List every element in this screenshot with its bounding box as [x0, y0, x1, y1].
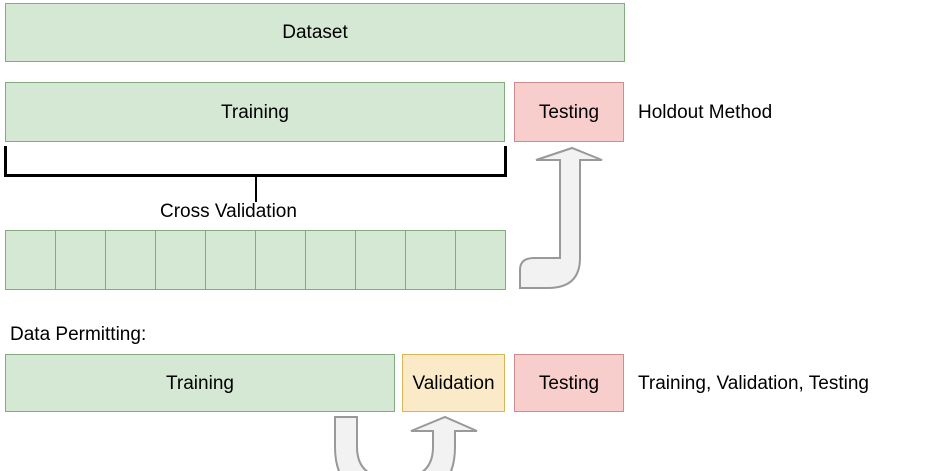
cv-fold-2 — [55, 230, 106, 290]
permitting-testing-box: Testing — [514, 354, 624, 412]
cross-validation-stem — [255, 176, 257, 202]
permitting-training-box: Training — [5, 354, 395, 412]
cross-validation-bracket — [4, 146, 507, 177]
dataset-box: Dataset — [5, 3, 625, 62]
train-val-test-caption: Training, Validation, Testing — [638, 373, 869, 394]
permitting-validation-box: Validation — [402, 354, 505, 412]
cv-fold-5 — [205, 230, 256, 290]
cv-fold-4 — [155, 230, 206, 290]
data-permitting-heading: Data Permitting: — [10, 324, 147, 345]
cv-fold-3 — [105, 230, 156, 290]
u-turn-up-arrow-icon — [334, 415, 478, 471]
cv-fold-9 — [405, 230, 456, 290]
holdout-testing-label: Testing — [538, 101, 600, 123]
cv-fold-8 — [355, 230, 406, 290]
permitting-training-label: Training — [166, 372, 234, 394]
cv-fold-6 — [255, 230, 306, 290]
permitting-testing-label: Testing — [538, 372, 600, 394]
cross-validation-folds — [5, 230, 506, 290]
cv-fold-1 — [5, 230, 56, 290]
holdout-method-caption: Holdout Method — [638, 102, 773, 123]
permitting-validation-label: Validation — [412, 372, 495, 394]
j-shaped-up-arrow-icon — [519, 146, 603, 289]
cv-fold-10 — [455, 230, 506, 290]
holdout-training-label: Training — [221, 101, 289, 123]
cv-fold-7 — [305, 230, 356, 290]
cross-validation-label: Cross Validation — [160, 201, 297, 222]
dataset-label: Dataset — [282, 22, 348, 43]
holdout-training-box: Training — [5, 82, 505, 142]
holdout-testing-box: Testing — [514, 82, 624, 142]
